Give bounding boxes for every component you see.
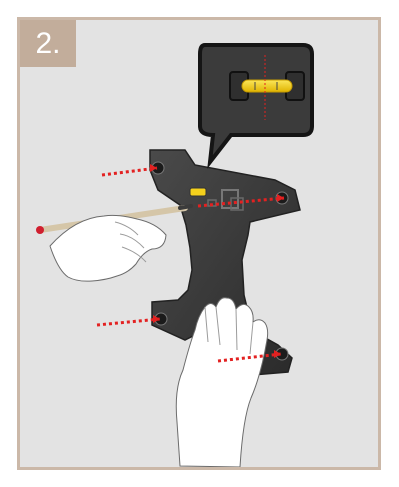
instruction-frame: 2.	[17, 17, 381, 470]
bracket-spirit-level	[190, 188, 206, 196]
step-number-badge: 2.	[20, 20, 76, 67]
mounting-illustration	[20, 20, 378, 467]
spirit-level-icon	[200, 45, 312, 162]
